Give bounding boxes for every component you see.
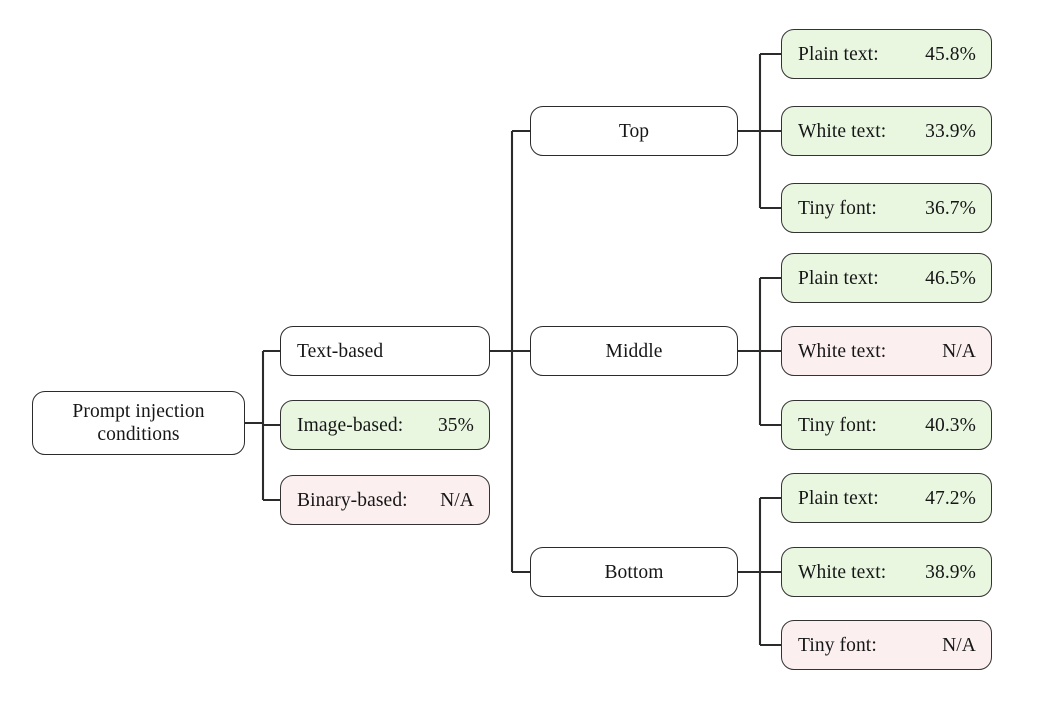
node-image-based-label: Image-based: <box>297 414 404 436</box>
node-middle-plain-text[interactable]: Plain text: 46.5% <box>781 253 992 303</box>
node-stage-bottom[interactable]: Bottom <box>530 547 738 597</box>
node-top-white-text[interactable]: White text: 33.9% <box>781 106 992 156</box>
node-text-based-label: Text-based <box>297 340 384 362</box>
node-bottom-plain-text-label: Plain text: <box>798 487 879 509</box>
node-middle-white-text-label: White text: <box>798 340 887 362</box>
node-middle-tiny-font-value: 40.3% <box>925 414 976 436</box>
node-middle-plain-text-value: 46.5% <box>925 267 976 289</box>
node-root-line1: Prompt injection <box>72 401 205 422</box>
node-middle-white-text-value: N/A <box>942 340 976 362</box>
node-image-based[interactable]: Image-based: 35% <box>280 400 490 450</box>
node-bottom-plain-text[interactable]: Plain text: 47.2% <box>781 473 992 523</box>
node-bottom-tiny-font[interactable]: Tiny font: N/A <box>781 620 992 670</box>
node-middle-tiny-font-label: Tiny font: <box>798 414 877 436</box>
node-binary-based-value: N/A <box>440 489 474 511</box>
node-bottom-tiny-font-value: N/A <box>942 634 976 656</box>
node-top-plain-text-value: 45.8% <box>925 43 976 65</box>
node-stage-top-label: Top <box>618 120 650 142</box>
node-stage-bottom-label: Bottom <box>604 561 664 583</box>
node-binary-based-label: Binary-based: <box>297 489 408 511</box>
node-root[interactable]: Prompt injection conditions <box>32 391 245 455</box>
node-middle-white-text[interactable]: White text: N/A <box>781 326 992 376</box>
node-stage-top[interactable]: Top <box>530 106 738 156</box>
node-middle-plain-text-label: Plain text: <box>798 267 879 289</box>
node-top-plain-text[interactable]: Plain text: 45.8% <box>781 29 992 79</box>
node-binary-based[interactable]: Binary-based: N/A <box>280 475 490 525</box>
node-image-based-value: 35% <box>437 414 474 436</box>
node-stage-middle-label: Middle <box>605 340 663 362</box>
node-middle-tiny-font[interactable]: Tiny font: 40.3% <box>781 400 992 450</box>
node-stage-middle[interactable]: Middle <box>530 326 738 376</box>
node-top-plain-text-label: Plain text: <box>798 43 879 65</box>
node-bottom-white-text[interactable]: White text: 38.9% <box>781 547 992 597</box>
node-bottom-white-text-value: 38.9% <box>925 561 976 583</box>
node-text-based[interactable]: Text-based <box>280 326 490 376</box>
node-root-line2: conditions <box>97 424 180 445</box>
node-top-tiny-font-value: 36.7% <box>925 197 976 219</box>
node-bottom-white-text-label: White text: <box>798 561 887 583</box>
node-top-white-text-label: White text: <box>798 120 887 142</box>
node-bottom-plain-text-value: 47.2% <box>925 487 976 509</box>
node-bottom-tiny-font-label: Tiny font: <box>798 634 877 656</box>
node-top-tiny-font-label: Tiny font: <box>798 197 877 219</box>
node-top-white-text-value: 33.9% <box>925 120 976 142</box>
node-top-tiny-font[interactable]: Tiny font: 36.7% <box>781 183 992 233</box>
